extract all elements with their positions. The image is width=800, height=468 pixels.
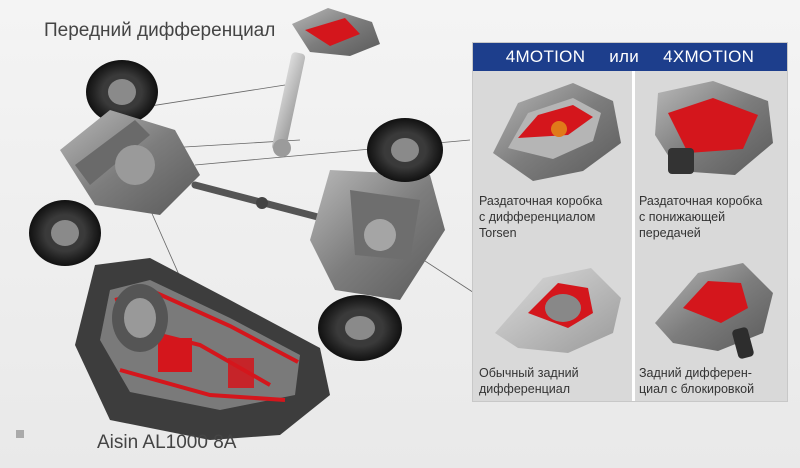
rear-subframe: [310, 170, 445, 300]
panel-header: 4MOTION или 4XMOTION: [473, 43, 787, 71]
front-left-wheel: [86, 60, 158, 124]
caption-low-range: Раздаточная коробка с понижающей передач…: [639, 194, 763, 240]
front-right-wheel: [29, 200, 101, 266]
caption-torsen: Раздаточная коробка с дифференциалом Tor…: [479, 194, 603, 240]
rear-locking-differential-image: [655, 263, 773, 359]
option-4motion: 4MOTION: [505, 47, 586, 66]
rear-left-wheel: [367, 118, 443, 182]
caption-rear-locking: Задний дифферен- циал с блокировкой: [639, 366, 755, 396]
rear-standard-differential-image: [495, 268, 621, 353]
panel-divider: [632, 71, 635, 401]
torsen-transfer-case-image: [493, 83, 621, 181]
rear-right-wheel: [318, 295, 402, 361]
front-subframe: [60, 110, 200, 215]
corner-marker: [16, 430, 24, 438]
transmission-cutaway: [75, 258, 330, 440]
or-text: или: [609, 47, 640, 66]
transmission-label: Aisin AL1000 8A: [97, 432, 237, 453]
option-4xmotion: 4XMOTION: [663, 47, 755, 66]
panel-images: [493, 81, 773, 359]
front-differential-label: Передний дифференциал: [44, 20, 276, 41]
drive-system-panel: 4MOTION или 4XMOTION: [472, 42, 788, 402]
front-differential-image: [272, 8, 380, 157]
caption-rear-standard: Обычный задний дифференциал: [479, 366, 579, 396]
low-range-transfer-case-image: [655, 81, 773, 175]
